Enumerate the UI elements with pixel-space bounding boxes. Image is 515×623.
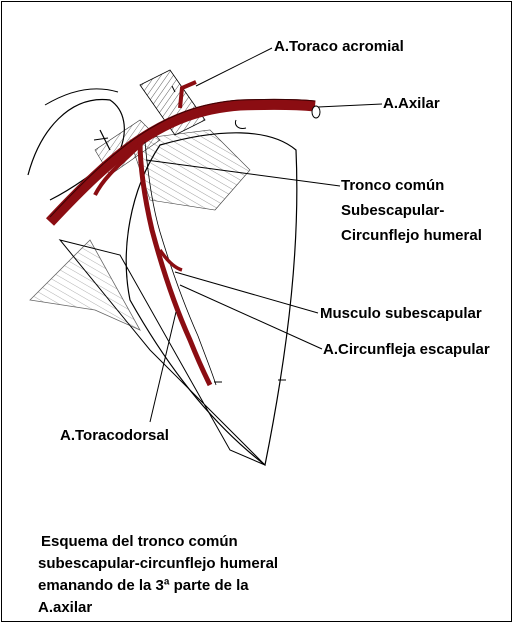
label-circunfleja-escapular: A.Circunfleja escapular — [323, 340, 490, 359]
label-tronco-comun-line1: Tronco común — [341, 176, 444, 195]
leader-axilar — [318, 104, 382, 107]
caption-line: Esquema del tronco común — [38, 531, 278, 553]
label-axilar: A.Axilar — [383, 94, 440, 113]
caption-line: emanando de la 3ª parte de la — [38, 575, 278, 597]
figure-caption: Esquema del tronco común subescapular-ci… — [38, 531, 278, 619]
leader-toraco-acromial — [196, 48, 272, 86]
leader-circunfleja-escapular — [180, 285, 322, 349]
axillary-artery-end — [312, 106, 320, 118]
caption-line: subescapular-circunflejo humeral — [38, 553, 278, 575]
label-musculo-subescapular: Musculo subescapular — [320, 304, 482, 323]
arm-muscle-strand — [30, 240, 140, 330]
label-toracodorsal: A.Toracodorsal — [60, 426, 169, 445]
caption-line: A.axilar — [38, 597, 278, 619]
humeral-shaft-outline — [45, 89, 118, 105]
label-tronco-comun-line3: Circunflejo humeral — [341, 226, 482, 245]
label-toraco-acromial: A.Toraco acromial — [274, 37, 404, 56]
label-tronco-comun-line2: Subescapular- — [341, 201, 444, 220]
